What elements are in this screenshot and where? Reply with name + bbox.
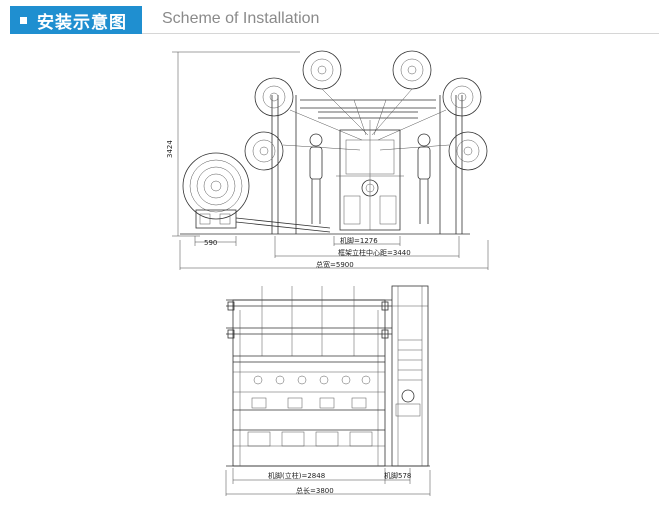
front-view: 3424 [166, 50, 489, 270]
installation-drawing: 3424 [166, 50, 489, 496]
section-title-badge: 安装示意图 [10, 6, 142, 34]
dim-total-length-label: 总长=3800 [296, 486, 334, 495]
header-divider [142, 33, 659, 34]
side-view: 机脚(立柱)=2848 机脚578 总长=3800 [225, 285, 431, 496]
dim-machine-foot-label: 机脚=1276 [340, 236, 378, 245]
dim-590-label: 590 [204, 239, 217, 247]
section-header: 安装示意图 Scheme of Installation [0, 0, 659, 40]
dim-foot-column-label: 机脚(立柱)=2848 [268, 471, 325, 480]
dim-foot-578-label: 机脚578 [384, 471, 411, 480]
dim-frame-center-label: 框架立柱中心距=3440 [338, 248, 411, 257]
section-title-zh: 安装示意图 [37, 12, 127, 33]
section-title-en: Scheme of Installation [162, 10, 320, 27]
square-bullet-icon [20, 16, 27, 24]
dim-total-width-label: 总宽=5900 [316, 260, 354, 269]
height-dimension-label: 3424 [166, 140, 174, 158]
